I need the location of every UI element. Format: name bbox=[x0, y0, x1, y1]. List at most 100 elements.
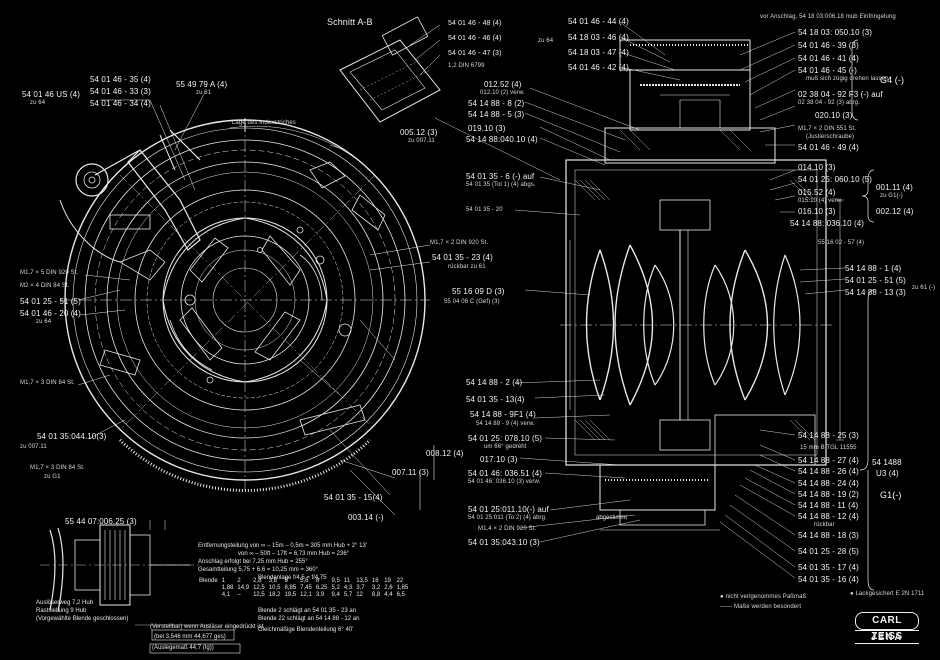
spec-note: Blende 22 schlägt an 54 14 88 - 12 an bbox=[258, 616, 360, 622]
part-label: 54 01 46 - 20 (4) bbox=[20, 309, 81, 318]
part-label: 55 16 02 - 57 (4) bbox=[818, 240, 865, 246]
part-label: 54 01 35 - 15(4) bbox=[324, 493, 383, 502]
logo-brand: CARL ZEISS bbox=[855, 612, 919, 642]
spec-note: abgestimmt bbox=[596, 515, 628, 521]
part-label: 017.10 (3) bbox=[480, 455, 518, 464]
spec-note: (Vorgewählte Blende geschlossen) bbox=[36, 616, 129, 622]
part-label: 54 01 35:044.10(3) bbox=[37, 432, 107, 441]
part-label: 014.10 (3) bbox=[798, 163, 836, 172]
part-note: zu G1 bbox=[44, 474, 61, 480]
spec-note: Rastslellung 9 Hub bbox=[36, 608, 87, 614]
part-label: 54 01 46 - 39 (3) bbox=[798, 41, 859, 50]
part-label: 54 14 88 - 8 (2) bbox=[468, 99, 525, 108]
part-note: zu 64 bbox=[538, 38, 554, 44]
part-note: 55 04 06 C (Gef) (3) bbox=[444, 299, 500, 305]
part-label: 54 01 35 - 13(4) bbox=[466, 395, 525, 404]
part-label: 54 14 88 - 5 (3) bbox=[468, 110, 525, 119]
part-label: 002.12 (4) bbox=[876, 207, 914, 216]
part-note: rückbar zu 61 bbox=[448, 264, 486, 270]
index-position-note: Lage des Indexstriches bbox=[232, 120, 296, 126]
part-note: 54 01 35 (Tol 1) (4) abgs. bbox=[466, 182, 536, 188]
lens-cross-section bbox=[434, 21, 875, 591]
screw-label: M1,7 × 3 DIN 84 St. bbox=[20, 380, 75, 386]
spec-note: (Verstellbar) wenn Ausläser eingedrückt … bbox=[150, 624, 264, 630]
part-label: 54 01 46: 036.51 (4) bbox=[468, 469, 543, 478]
legend-note: ● Lackgesichert E 2N 1711 bbox=[850, 591, 925, 597]
spec-note: Entfernungsteilung von ∞ – 15m – 0,5m = … bbox=[198, 543, 367, 549]
part-note: zu 61 (-) bbox=[912, 285, 936, 291]
part-label: 54 14 88 - 27 (4) bbox=[798, 456, 859, 465]
part-label: 54 14 88 - 18 (3) bbox=[798, 531, 859, 540]
cable-release-detail bbox=[40, 520, 241, 654]
part-label: 54 01 25: 078.10 (5) bbox=[468, 434, 543, 443]
spec-note: Anschlag erfolgt bei 7,25 mm Hub = 255° bbox=[198, 559, 308, 565]
spec-note: Blendenlage f/4,5 = f/4,75 bbox=[258, 575, 327, 581]
part-note: 02 38 04 - 92 (3) abrg. bbox=[798, 100, 861, 106]
part-label: 54 01 35 - 23 (4) bbox=[432, 253, 493, 262]
part-note: 012.10 (2) verw. bbox=[480, 90, 525, 96]
section-a-b-detail bbox=[339, 16, 441, 123]
spec-note: von ∞ – 50ft – 17ft = 6,73 mm Hub = 236° bbox=[238, 551, 350, 557]
part-label: 55 49 79 A (4) bbox=[176, 80, 228, 89]
part-note: 1,2 DIN 6799 bbox=[448, 63, 485, 69]
part-label: 54 14 88 - 19 (2) bbox=[798, 490, 859, 499]
part-label: 019.10 (3) bbox=[468, 124, 506, 133]
part-note: 54 01 25:011 (To 2) (4) abrg. bbox=[468, 515, 547, 521]
part-label: 54 18 03: 050.10 (3) bbox=[798, 28, 873, 37]
screw-label: M1,4 × 2 DIN 920 St. bbox=[478, 526, 537, 532]
part-label: 015.52 (4) bbox=[798, 188, 836, 197]
front-view-shutter bbox=[59, 91, 435, 516]
screw-label: M1,7 × 2 DIN 551 St. bbox=[798, 126, 857, 132]
part-note: 015.10 (4) verw. bbox=[798, 198, 843, 204]
part-label: 54 01 46 - 41 (4) bbox=[798, 54, 859, 63]
part-note: rückbar bbox=[814, 522, 835, 528]
screw-label: M1,7 × 5 DIN 920 St. bbox=[20, 270, 79, 276]
part-label: 005.12 (3) bbox=[400, 128, 438, 137]
part-label: 54 01 46 - 47 (3) bbox=[448, 50, 502, 57]
part-label: 54 01 46 - 48 (4) bbox=[448, 20, 502, 27]
part-label: 54 01 25 - 28 (5) bbox=[798, 547, 859, 556]
spec-note: (Auslegemaß 44,7 (Ig)) bbox=[152, 645, 214, 651]
part-note: zu 007.11 bbox=[408, 138, 435, 144]
part-label: 012.52 (4) bbox=[484, 80, 522, 89]
assembly-note: vor Anschlag, 54 18 03:006.18 mub Einfri… bbox=[760, 14, 896, 20]
spec-note: Gleichmäßige Blendenteilung 6° 40' bbox=[258, 627, 354, 633]
part-note: zu G1(-) bbox=[880, 193, 903, 199]
part-label: 54 14 88 - 9F1 (4) bbox=[470, 410, 536, 419]
part-label: 55 44 07:006.25 (3) bbox=[65, 517, 137, 526]
part-note: 54 01 46: 036.10 (3) verw. bbox=[468, 479, 541, 485]
spec-note: Blende 2 schlägt an 54 01 35 - 23 an bbox=[258, 608, 357, 614]
carl-zeiss-logo: CARL ZEISS JENA bbox=[853, 612, 921, 646]
part-label: 02 38 04 - 92 F3 (-) auf bbox=[798, 90, 883, 99]
part-label: 54 14 88 - 2 (4) bbox=[466, 378, 523, 387]
part-label: 008.12 (4) bbox=[426, 449, 464, 458]
part-note: zu 64 bbox=[30, 100, 46, 106]
part-label: 54 01 35:043.10 (3) bbox=[468, 538, 540, 547]
part-label: 54 14 88: 036.10 (4) bbox=[790, 219, 865, 228]
group-label-g4: G4 (-) bbox=[880, 75, 905, 85]
part-note: 54 14 88 - 9 (4) verw. bbox=[476, 421, 535, 427]
screw-label: M1,7 × 3 DIN 84 St. bbox=[30, 465, 85, 471]
part-label: 001.11 (4) bbox=[876, 183, 913, 192]
part-label: 54 14 88 - 13 (3) bbox=[845, 288, 906, 297]
part-label: 003.14 (-) bbox=[348, 513, 384, 522]
part-note: 15 mm B TGL 11555 bbox=[800, 445, 857, 451]
part-note: U3 (4) bbox=[876, 469, 899, 478]
spec-note: Auslöserweg 7,2 Hub bbox=[36, 600, 94, 606]
part-note: zu 007.11 bbox=[20, 444, 47, 450]
logo-city: JENA bbox=[855, 630, 919, 644]
group-label-g1: G1(-) bbox=[880, 490, 902, 500]
part-label: 54 01 46 US (4) bbox=[22, 90, 80, 99]
part-label: 54 01 46 - 46 (4) bbox=[448, 35, 502, 42]
section-title: Schnitt A-B bbox=[327, 17, 373, 27]
part-label: 54 01 25: 060.10 (5) bbox=[798, 175, 873, 184]
part-label: 54 01 46 - 44 (4) bbox=[568, 17, 629, 26]
part-label: 54 14 88 - 12 (4) bbox=[798, 512, 859, 521]
part-note: (Justierschraube) bbox=[806, 134, 855, 140]
part-label: 007.11 (3) bbox=[392, 468, 429, 477]
part-label: 55 16 09 D (3) bbox=[452, 287, 505, 296]
